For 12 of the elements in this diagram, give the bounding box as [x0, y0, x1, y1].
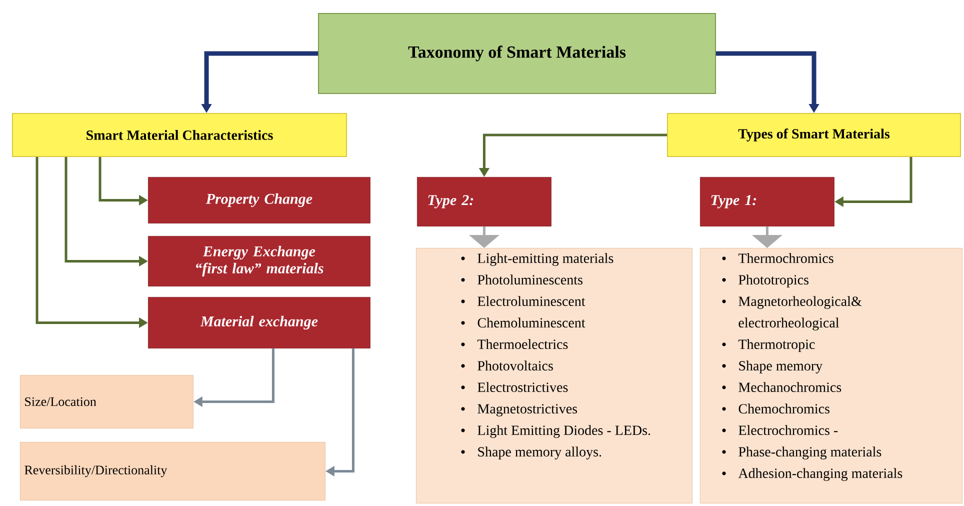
type-label-box: Type 1: — [700, 177, 834, 226]
bullet-list-box: Thermochromics Phototropics Magnetorheological& electrorheological Thermotropic Shape memory Mechanochromics Chemochromics Electrochromics - Phase-changing materials Adhesion-changing materials — [700, 248, 962, 504]
category-box: Smart Material Characteristics — [12, 113, 347, 157]
bullet-list-box: Light-emitting materials Photoluminescents Electroluminescent Chemoluminescent Thermoelectrics Photovoltaics Electrostrictives Magnetostrictives Light Emitting Diodes - LEDs. Shape memory alloys. — [416, 248, 692, 504]
category-box: Types of Smart Materials — [667, 113, 961, 157]
characteristic-box: Energy Exchange “first law” materials — [148, 236, 370, 286]
characteristic-box: Property Change — [148, 177, 370, 224]
subcategory-box: Reversibility/Directionality — [20, 442, 326, 500]
subcategory-box: Size/Location — [20, 375, 194, 428]
title-box: Taxonomy of Smart Materials — [318, 13, 716, 94]
characteristic-box: Material exchange — [148, 297, 370, 348]
type-label-box: Type 2: — [417, 177, 552, 226]
